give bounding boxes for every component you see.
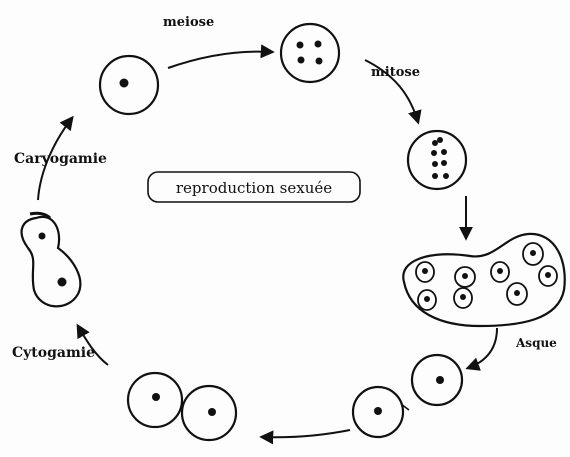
- cell-pair-bottom-left: [128, 373, 236, 440]
- fused-cells-cytogamie: [22, 213, 81, 306]
- ascospores: [416, 243, 557, 310]
- cell-after-meiosis: [281, 24, 339, 82]
- label-meiose: meiose: [163, 15, 214, 30]
- cycle-arrows: [38, 52, 497, 438]
- center-label-box: reproduction sexuée: [148, 172, 360, 202]
- ascus: [403, 234, 564, 326]
- arrow-meiose: [168, 52, 272, 68]
- label-cytogamie: Cytogamie: [12, 345, 95, 361]
- center-label: reproduction sexuée: [176, 179, 332, 197]
- ascospore-released: [412, 355, 462, 405]
- label-caryogamie: Caryogamie: [14, 151, 107, 167]
- cell-after-mitosis: [408, 131, 466, 189]
- label-mitose: mitose: [371, 65, 420, 80]
- cell-diploid-top: [100, 56, 158, 114]
- arrow-bottom-left: [262, 430, 350, 437]
- arrow-asque-release: [468, 328, 497, 368]
- label-asque: Asque: [515, 336, 557, 350]
- cell-bottom-middle: [353, 387, 409, 437]
